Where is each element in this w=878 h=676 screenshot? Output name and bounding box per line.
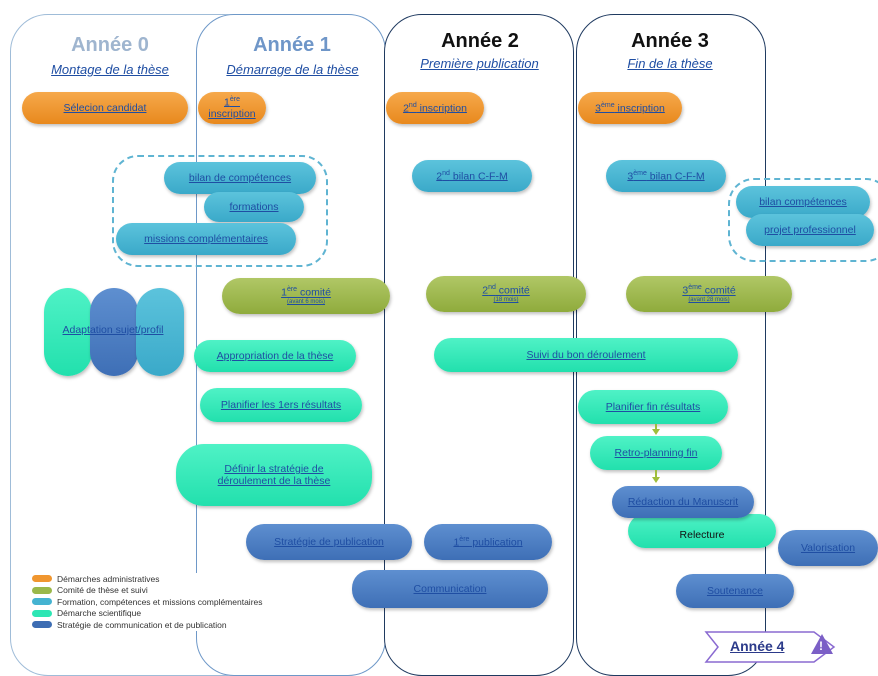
suivi-pill[interactable]: Suivi du bon déroulement [434, 338, 738, 372]
formation-group-year3 [728, 178, 878, 262]
soutenance-pill[interactable]: Soutenance [676, 574, 794, 608]
communication-pill[interactable]: Communication [352, 570, 548, 608]
column-subtitle-3[interactable]: Fin de la thèse [627, 56, 713, 71]
premiere-publication-pill[interactable]: 1ère publication [424, 524, 552, 560]
legend-item-comite: Comité de thèse et suivi [32, 585, 263, 597]
legend-item-admin: Démarches administratives [32, 573, 263, 585]
planifier-fin-pill[interactable]: Planifier fin résultats [578, 390, 728, 424]
inscription-2-pill[interactable]: 2nd inscription [386, 92, 484, 124]
bilan-cfm-3-pill[interactable]: 3ème bilan C-F-M [606, 160, 726, 192]
connector-arrow-1 [652, 429, 660, 435]
comite-3-pill[interactable]: 3ème comité(avant 28 mois) [626, 276, 792, 312]
retro-planning-pill[interactable]: Retro-planning fin [590, 436, 722, 470]
legend: Démarches administratives Comité de thès… [32, 573, 263, 631]
formation-group-year1 [112, 155, 328, 267]
connector-line-1 [655, 424, 657, 430]
formations-pill[interactable]: formations [204, 192, 304, 222]
inscription-3-pill[interactable]: 3ème inscription [578, 92, 682, 124]
annee4-label[interactable]: Année 4 [730, 638, 785, 654]
missions-pill[interactable]: missions complémentaires [116, 223, 296, 255]
projet-professionnel-pill[interactable]: projet professionnel [746, 214, 874, 246]
adaptation-label[interactable]: Adaptation sujet/profil [62, 323, 164, 336]
selection-candidat-pill[interactable]: Sélecion candidat [22, 92, 188, 124]
bilan-cfm-2-pill[interactable]: 2nd bilan C-F-M [412, 160, 532, 192]
warning-icon [811, 634, 833, 654]
bilan-competences-3-pill[interactable]: bilan compétences [736, 186, 870, 218]
column-subtitle-1[interactable]: Démarrage de la thèse [226, 62, 359, 77]
planifier-1ers-pill[interactable]: Planifier les 1ers résultats [200, 388, 362, 422]
adaptation-pill-right [136, 288, 184, 376]
bilan-competences-pill[interactable]: bilan de compétences [164, 162, 316, 194]
appropriation-pill[interactable]: Appropriation de la thèse [194, 340, 356, 372]
legend-item-communication: Stratégie de communication et de publica… [32, 619, 263, 631]
column-subtitle-2[interactable]: Première publication [420, 56, 539, 71]
adaptation-pill-center [90, 288, 138, 376]
valorisation-pill[interactable]: Valorisation [778, 530, 878, 566]
column-title-3: Année 3 [631, 30, 709, 52]
legend-item-scientifique: Démarche scientifique [32, 608, 263, 620]
column-title-2: Année 2 [441, 30, 519, 52]
column-subtitle-0[interactable]: Montage de la thèse [51, 62, 169, 77]
comite-2-pill[interactable]: 2nd comité(18 mois) [426, 276, 586, 312]
column-title-1: Année 1 [253, 34, 331, 56]
annee4-arrow[interactable] [702, 630, 842, 664]
warning-mark: ! [819, 639, 823, 653]
legend-item-formation: Formation, compétences et missions compl… [32, 596, 263, 608]
column-title-0: Année 0 [71, 34, 149, 56]
redaction-manuscrit-pill[interactable]: Rédaction du Manuscrit [612, 486, 754, 518]
definir-strategie-pill[interactable]: Définir la stratégie de déroulement de l… [176, 444, 372, 506]
connector-arrow-2 [652, 477, 660, 483]
relecture-pill: Relecture [628, 514, 776, 548]
inscription-1-pill[interactable]: 1ère inscription [198, 92, 266, 124]
comite-1-pill[interactable]: 1ère comité(avant 6 mois) [222, 278, 390, 314]
connector-line-2 [655, 470, 657, 478]
strategie-publication-pill[interactable]: Stratégie de publication [246, 524, 412, 560]
adaptation-pill-left [44, 288, 92, 376]
